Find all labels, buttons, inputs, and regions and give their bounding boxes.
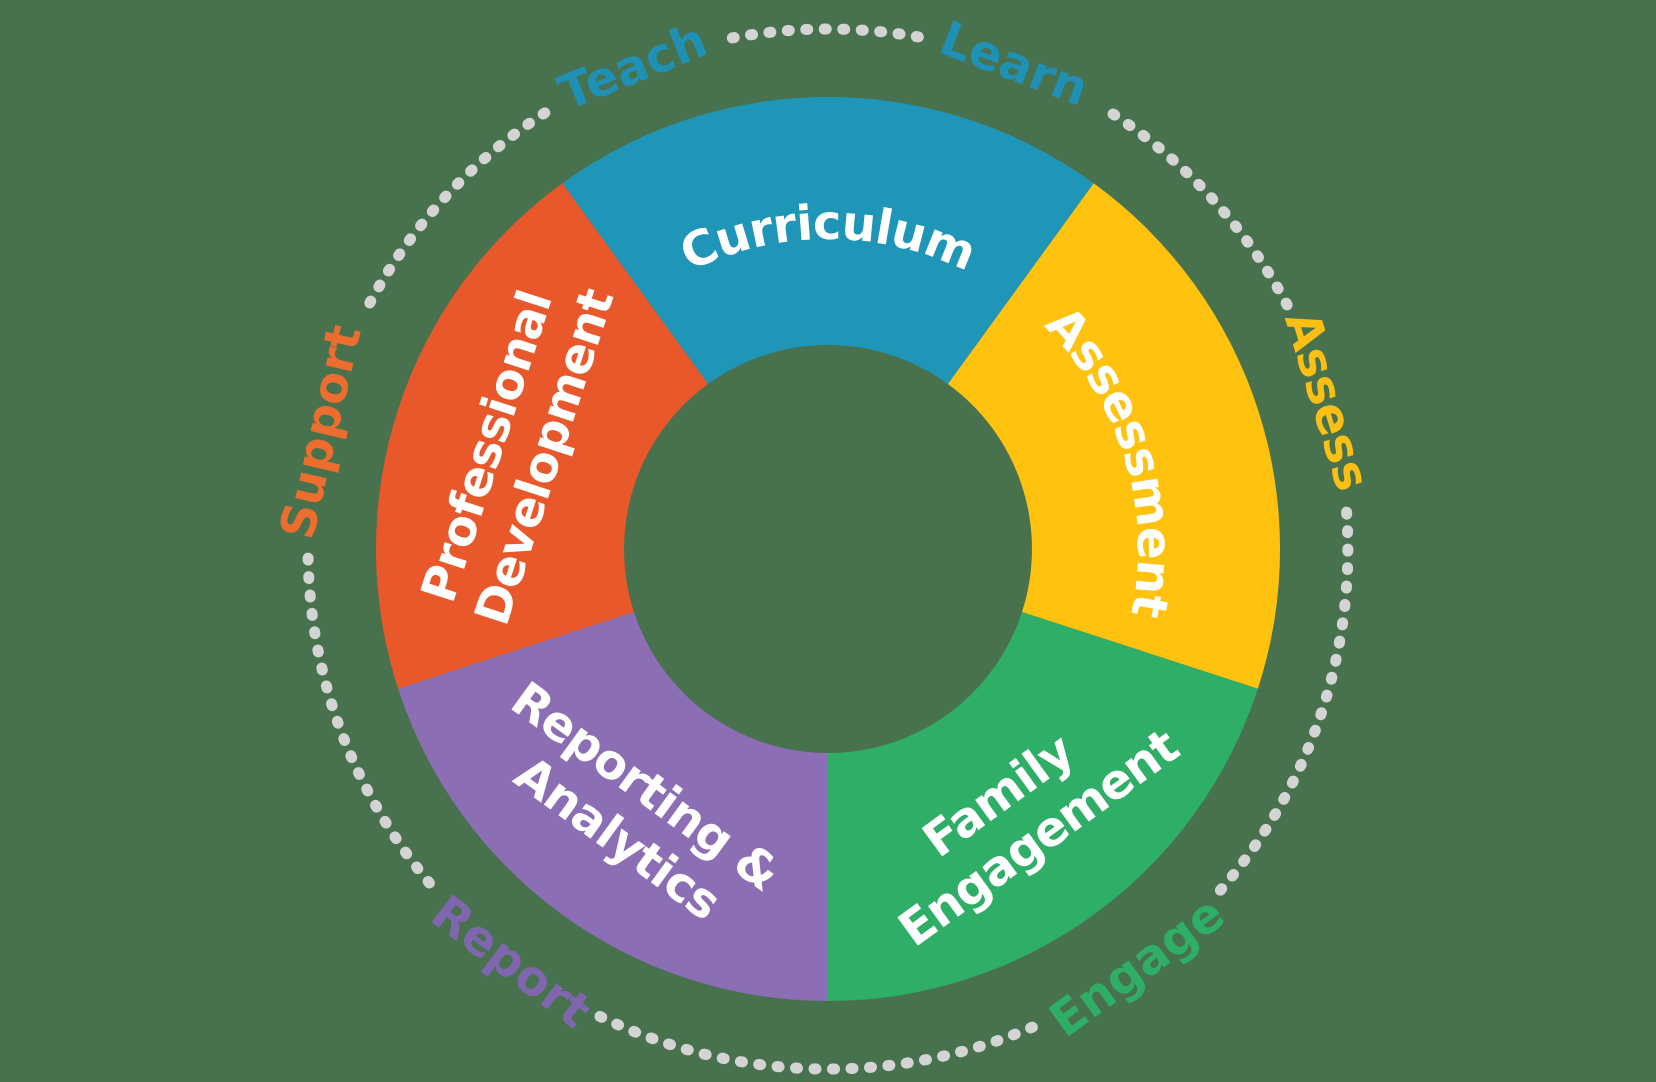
dotted-ring-arc-4 (302, 552, 442, 896)
dotted-ring (302, 23, 1354, 1075)
donut-segments (375, 96, 1281, 1002)
segment-reporting-analytics (398, 612, 828, 1002)
segment-curriculum (562, 96, 1094, 385)
dotted-ring-arc-2 (723, 23, 924, 45)
segment-professional-development (375, 183, 709, 689)
dotted-ring-arc-1 (1098, 102, 1293, 311)
dotted-ring-arc-3 (359, 107, 551, 319)
segment-assessment (947, 183, 1281, 689)
dotted-ring-arc-5 (594, 1010, 1045, 1075)
dotted-ring-arc-6 (1214, 498, 1354, 896)
segment-family-engagement (828, 612, 1258, 1001)
